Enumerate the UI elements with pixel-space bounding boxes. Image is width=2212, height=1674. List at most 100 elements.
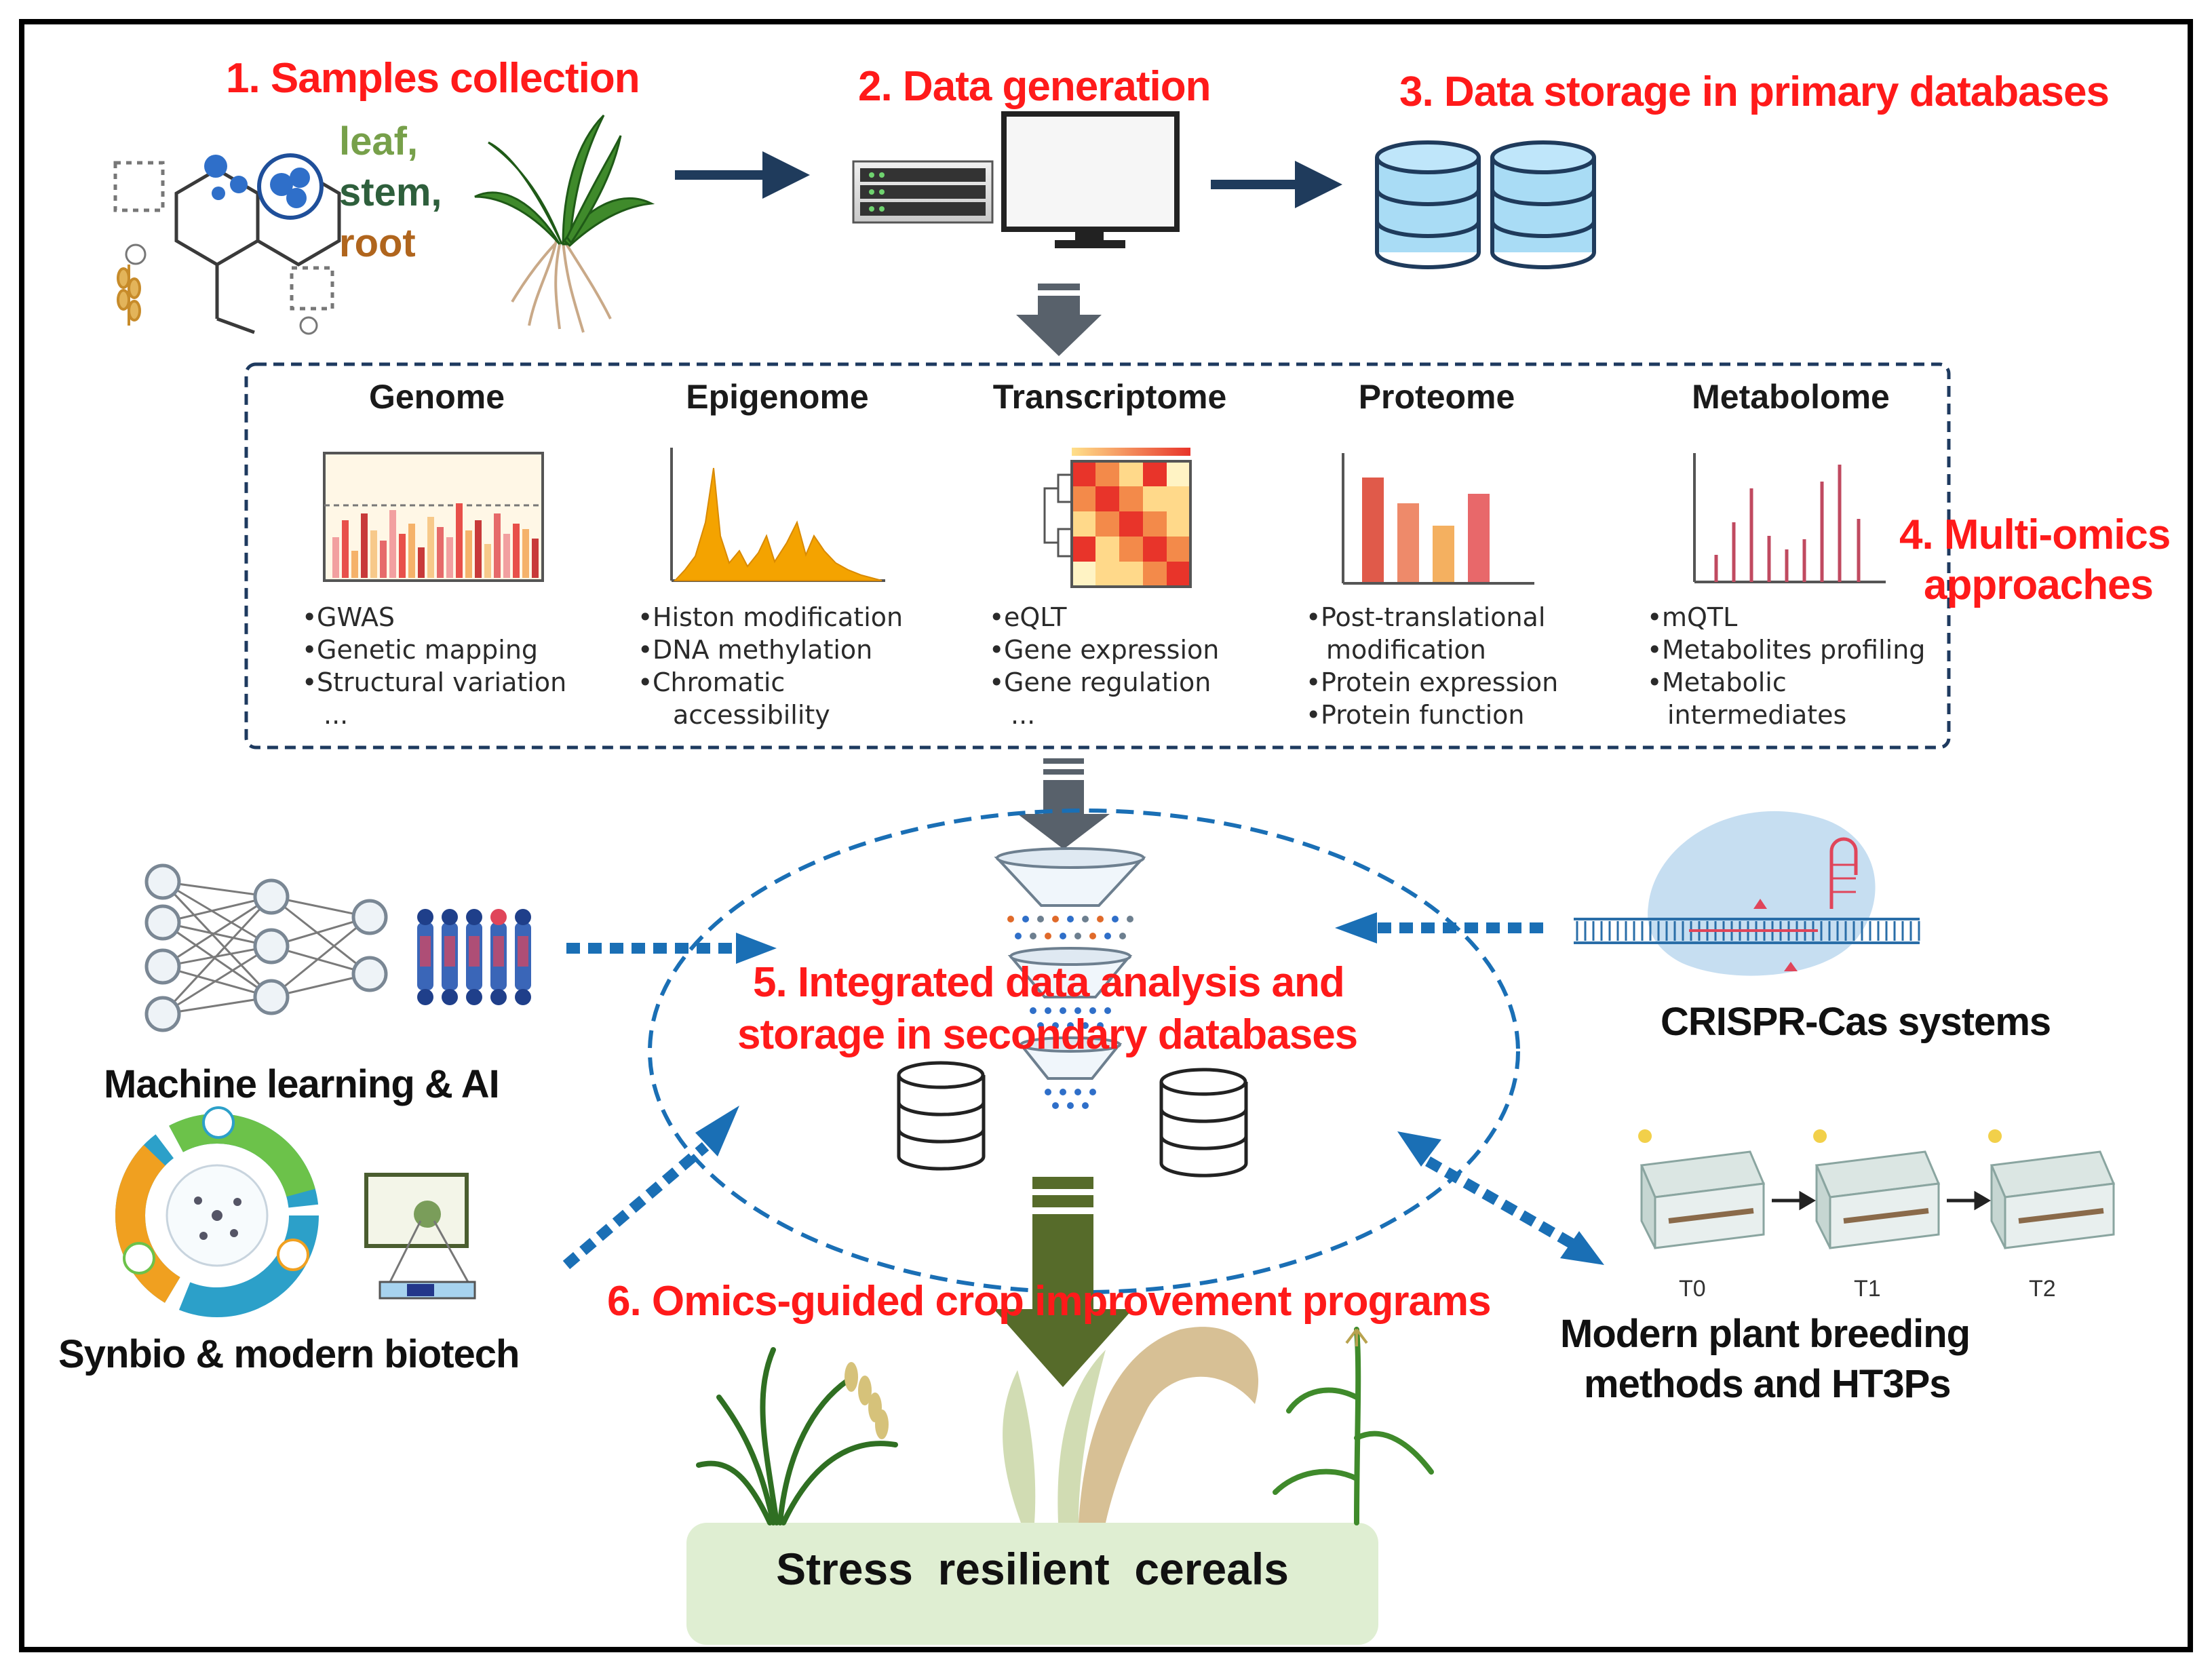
transcriptome-heatmap	[1043, 448, 1192, 588]
funnel-particle	[1052, 1022, 1059, 1029]
heatmap-cell	[1167, 537, 1190, 562]
genome-bar	[446, 537, 453, 578]
greenhouse-t2-icon	[1988, 1129, 2116, 1249]
generation-t1-label: T1	[1854, 1276, 1881, 1302]
generation-t0-label: T0	[1679, 1276, 1706, 1302]
funnel-particle	[1052, 1102, 1059, 1109]
list-item: Metabolic	[1647, 666, 1925, 699]
funnel-particle	[1045, 933, 1051, 939]
list-item: modification	[1326, 635, 1486, 665]
funnel-particle	[1052, 916, 1059, 922]
funnel-particle	[1045, 1007, 1051, 1014]
dna-node	[490, 989, 507, 1005]
funnel-particle	[1067, 1022, 1074, 1029]
dna-strand-mark	[444, 936, 455, 967]
funnel-particle	[1074, 1007, 1081, 1014]
network-node	[144, 948, 181, 985]
network-edge	[162, 895, 272, 968]
list-item: Structural variation	[302, 666, 566, 699]
funnel-particle	[1089, 1007, 1096, 1014]
network-edge	[162, 880, 272, 948]
cereal-crops-illustration	[696, 1177, 1434, 1525]
network-node	[351, 899, 388, 935]
list-item: Metabolites profiling	[1647, 634, 1925, 666]
genome-approach-list: GWAS Genetic mapping Structural variatio…	[302, 601, 566, 731]
heatmap-cell	[1095, 537, 1119, 562]
network-node	[253, 928, 290, 965]
network-node	[144, 904, 181, 941]
funnel-particle	[1104, 933, 1111, 939]
step-6-title: 6. Omics-guided crop improvement program…	[607, 1278, 1492, 1325]
genome-bar	[408, 524, 415, 578]
funnel-particle	[1074, 1089, 1081, 1095]
secondary-database-icon	[897, 1061, 1248, 1177]
heatmap-cell	[1119, 537, 1143, 562]
network-node	[253, 979, 290, 1015]
server-icon	[852, 160, 994, 224]
funnel-particle	[1060, 1089, 1066, 1095]
omics-transcriptome-title: Transcriptome	[992, 378, 1227, 416]
heatmap-cell	[1119, 562, 1143, 587]
network-edge	[162, 921, 272, 998]
biotech-device-icon	[364, 1173, 476, 1300]
heatmap-cell	[1095, 562, 1119, 587]
omics-proteome-title: Proteome	[1358, 378, 1515, 416]
synbio-label: Synbio & modern biotech	[58, 1332, 520, 1376]
list-item: Chromatic	[638, 666, 903, 699]
step-2-title: 2. Data generation	[858, 63, 1211, 110]
crispr-cas-icon	[1574, 811, 1920, 976]
funnel-particle	[1097, 916, 1104, 922]
neural-network-icon	[144, 863, 388, 1032]
heatmap-cell	[1143, 486, 1167, 511]
heatmap-cell	[1072, 562, 1095, 587]
generation-arrows	[1772, 1190, 1991, 1211]
genome-bar	[503, 534, 510, 578]
step-5-title-line1: 5. Integrated data analysis and	[753, 959, 1345, 1006]
funnel-particle	[1037, 1022, 1044, 1029]
funnel-particle	[1082, 916, 1089, 922]
funnel-particle	[1067, 916, 1074, 922]
dna-node	[466, 989, 482, 1005]
list-item: accessibility	[673, 700, 830, 730]
network-edge	[271, 895, 370, 975]
sample-stem-label: stem,	[339, 170, 442, 214]
primary-database-icon	[1375, 140, 1596, 269]
funnel-particle	[1127, 916, 1133, 922]
heatmap-cell	[1143, 537, 1167, 562]
genome-bar	[332, 537, 339, 578]
heatmap-cell	[1095, 486, 1119, 511]
dna-node	[515, 989, 531, 1005]
transcriptome-approach-list: eQLT Gene expression Gene regulation ...	[989, 601, 1219, 731]
funnel-particle	[1074, 933, 1081, 939]
dna-node	[417, 909, 433, 925]
heatmap-cell	[1072, 511, 1095, 537]
network-node	[144, 863, 181, 900]
cell-icon	[204, 153, 324, 220]
list-item: GWAS	[302, 601, 566, 634]
breeding-label-line2: methods and HT3Ps	[1584, 1362, 1952, 1406]
genome-bar	[361, 513, 368, 578]
omics-genome-title: Genome	[368, 378, 505, 416]
list-item: Histon modification	[638, 601, 903, 634]
proteome-bar-chart	[1342, 453, 1534, 585]
heatmap-cell	[1143, 511, 1167, 537]
dotted-arrow-center-breeding	[1397, 1131, 1604, 1265]
sample-leaf-label: leaf,	[339, 119, 419, 163]
synbio-cycle-icon	[115, 1106, 319, 1317]
genome-bar	[399, 534, 406, 578]
network-node	[253, 878, 290, 915]
wheat-ear-icon	[117, 265, 141, 326]
funnel-particle	[1089, 1089, 1096, 1095]
heatmap-cell	[1119, 511, 1143, 537]
funnel-particle	[1082, 1022, 1089, 1029]
generation-t2-label: T2	[2029, 1276, 2056, 1302]
list-item-ellipsis: ...	[1011, 700, 1036, 730]
heatmap-cell	[1143, 461, 1167, 486]
funnel-particle	[1089, 933, 1096, 939]
list-item: Gene expression	[989, 634, 1219, 666]
dna-node	[515, 909, 531, 925]
genome-manhattan-chart	[323, 452, 544, 582]
heatmap-cell	[1167, 562, 1190, 587]
funnel-particle	[1104, 1007, 1111, 1014]
